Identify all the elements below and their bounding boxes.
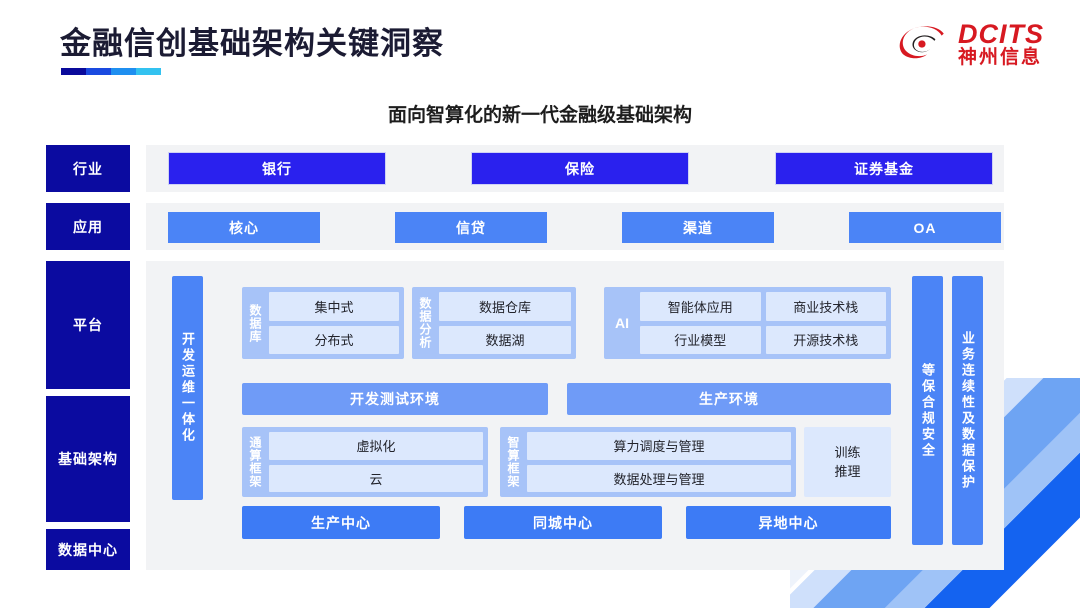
rail-label-industry: 行业 [46,145,130,192]
group-label-ai-compute-framework: 智算框架 [506,436,520,488]
rail-label-infrastructure: 基础架构 [46,396,130,522]
rail-label-platform: 平台 [46,261,130,389]
cell-compute-scheduling-management[interactable]: 算力调度与管理 [527,432,791,460]
subtitle: 面向智算化的新一代金融级基础架构 [387,105,692,126]
logo-text-cn: 神州信息 [958,47,1043,69]
vertical-bar-devops: 开发运维一体化 [172,276,203,500]
application-row-panel: 核心 信贷 渠道 OA [146,203,1004,250]
rail-label-application: 应用 [46,203,130,250]
application-tile-oa[interactable]: OA [849,212,1001,243]
industry-tile-insurance[interactable]: 保险 [471,152,689,185]
cell-data-processing-management[interactable]: 数据处理与管理 [527,464,791,492]
application-tile-channel[interactable]: 渠道 [622,212,774,243]
industry-row-panel: 银行 保险 证券基金 [146,145,1004,192]
datacenter-production[interactable]: 生产中心 [242,506,440,539]
cell-industry-model[interactable]: 行业模型 [640,325,761,354]
cell-agent-application[interactable]: 智能体应用 [640,292,761,321]
logo-text-en: DCITS [958,18,1044,49]
title-accent-bar [61,68,161,75]
platform-panel: 开发运维一体化 等保合规安全 业务连续性及数据保护 数据库 集中式 分布式 数据… [146,261,1004,570]
env-dev-test[interactable]: 开发测试环境 [242,383,548,415]
label-inference: 推理 [834,464,861,479]
group-label-database: 数据库 [248,303,262,343]
cell-commercial-tech-stack[interactable]: 商业技术栈 [765,292,886,321]
industry-tile-bank[interactable]: 银行 [168,152,386,185]
cell-training-inference[interactable]: 训练 推理 [804,427,891,497]
label-training: 训练 [834,444,861,460]
cell-data-lake[interactable]: 数据湖 [439,325,571,354]
datacenter-same-city[interactable]: 同城中心 [464,506,662,539]
group-database: 数据库 集中式 分布式 [242,287,404,359]
rail-label-datacenter: 数据中心 [46,529,130,570]
page-title: 金融信创基础架构关键洞察 [60,26,444,61]
group-data-analysis: 数据分析 数据仓库 数据湖 [412,287,576,359]
cell-data-warehouse[interactable]: 数据仓库 [439,292,571,321]
group-ai-compute-framework: 智算框架 算力调度与管理 数据处理与管理 [500,427,796,497]
datacenter-remote[interactable]: 异地中心 [686,506,891,539]
brand-logo: DCITS 神州信息 [898,18,1044,70]
application-tile-core[interactable]: 核心 [168,212,320,243]
group-label-general-compute-framework: 通算框架 [248,436,262,488]
cell-cloud[interactable]: 云 [269,464,483,492]
group-ai: AI 智能体应用 商业技术栈 行业模型 开源技术栈 [604,287,891,359]
group-general-compute-framework: 通算框架 虚拟化 云 [242,427,488,497]
group-label-ai: AI [615,315,629,331]
env-production[interactable]: 生产环境 [567,383,891,415]
group-label-data-analysis: 数据分析 [418,297,432,349]
application-tile-credit[interactable]: 信贷 [395,212,547,243]
industry-tile-securities-fund[interactable]: 证券基金 [775,152,993,185]
cell-centralized[interactable]: 集中式 [269,292,399,321]
cell-open-source-tech-stack[interactable]: 开源技术栈 [765,325,886,354]
dcits-swirl-icon [899,26,944,59]
cell-virtualization[interactable]: 虚拟化 [269,432,483,460]
cell-distributed[interactable]: 分布式 [269,325,399,354]
vertical-bar-business-continuity: 业务连续性及数据保护 [952,276,983,545]
vertical-bar-security-compliance: 等保合规安全 [912,276,943,545]
